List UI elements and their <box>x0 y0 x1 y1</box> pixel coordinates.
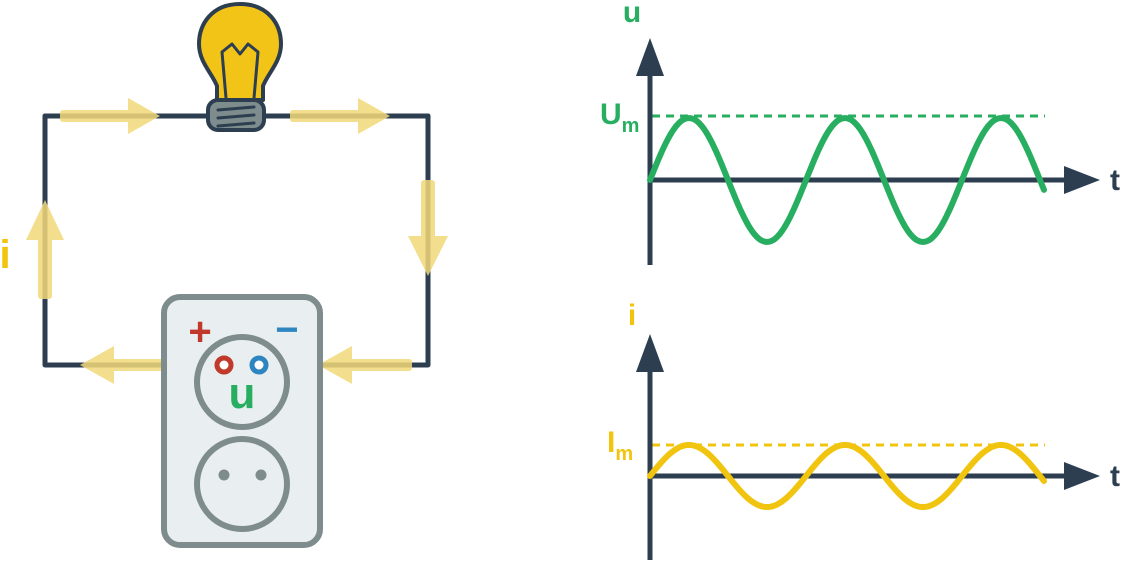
voltage-time-label: t <box>1110 164 1120 197</box>
current-x-axis-arrow-icon <box>1064 462 1100 490</box>
current-graph: i t Im <box>607 299 1120 560</box>
arrow-down-icon <box>408 180 448 276</box>
source-voltage-label: u <box>229 369 256 418</box>
arrow-right-icon <box>60 98 160 134</box>
voltage-amplitude-label: Um <box>600 98 639 137</box>
voltage-sine-wave <box>647 115 1047 245</box>
arrow-left-icon <box>318 346 412 384</box>
current-y-axis-arrow-icon <box>636 334 664 372</box>
voltage-axis-label: u <box>623 0 641 29</box>
current-axis-label: i <box>628 299 636 332</box>
minus-sign: − <box>275 308 298 352</box>
arrow-up-icon <box>26 200 64 299</box>
socket-outlet-top <box>194 334 290 430</box>
current-label: i <box>0 233 11 277</box>
voltage-x-axis-arrow-icon <box>1064 166 1100 194</box>
arrow-right-icon <box>290 98 390 134</box>
current-sine-wave <box>647 442 1047 510</box>
current-time-label: t <box>1110 460 1120 493</box>
voltage-graph: u t Um <box>600 0 1120 265</box>
circuit: i + − u <box>0 2 448 548</box>
negative-terminal <box>249 355 269 375</box>
socket-outlet-bottom <box>194 436 290 532</box>
light-bulb-icon <box>197 2 283 132</box>
voltage-y-axis-arrow-icon <box>636 38 664 76</box>
positive-terminal <box>214 355 234 375</box>
current-arrows <box>26 98 448 384</box>
plus-sign: + <box>188 310 211 354</box>
current-amplitude-label: Im <box>607 426 633 465</box>
power-socket-icon <box>161 294 323 548</box>
